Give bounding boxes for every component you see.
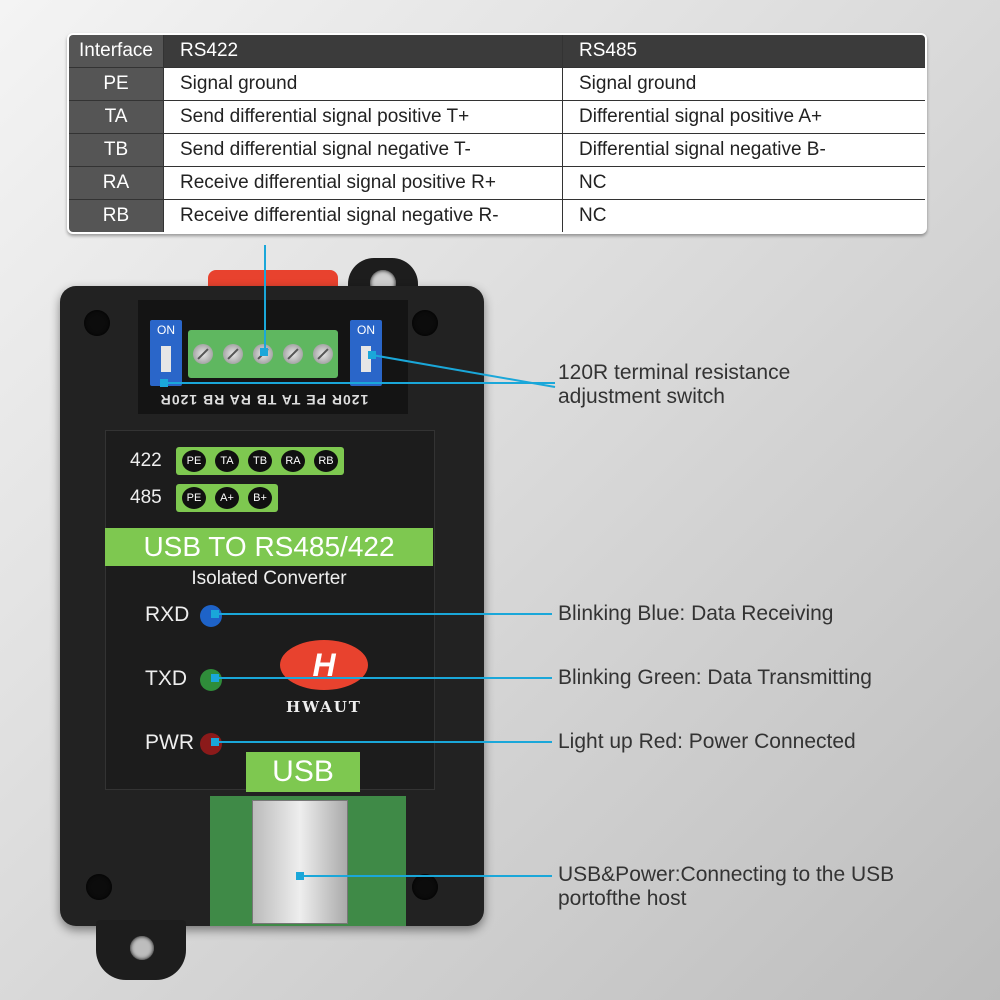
switch-knob (361, 346, 371, 372)
led-label-txd: TXD (145, 667, 187, 690)
mounting-tab-bottom (96, 920, 186, 980)
pin-badge: TB (248, 450, 272, 472)
pin-cell: TB (69, 133, 164, 167)
leader-dot (260, 348, 268, 356)
table-row: TB Send differential signal negative T- … (69, 133, 925, 167)
pin-badge: TA (215, 450, 239, 472)
callout-resistor-switch: 120R terminal resistance adjustment swit… (558, 361, 790, 409)
usb-tag: USB (246, 752, 360, 792)
resistor-dip-switch-right: ON (350, 320, 382, 386)
product-subtitle: Isolated Converter (191, 568, 347, 589)
callout-usb: USB&Power:Connecting to the USB portofth… (558, 863, 894, 911)
rs485-cell: Differential signal negative B- (562, 133, 925, 167)
screw-hole (412, 874, 438, 900)
leader-dot (211, 674, 219, 682)
table-row: RB Receive differential signal negative … (69, 199, 925, 232)
rs422-cell: Receive differential signal positive R+ (163, 166, 563, 200)
leader-dot (296, 872, 304, 880)
terminal-screw (223, 344, 243, 364)
rs485-cell: NC (562, 199, 925, 232)
pin-badge: RB (314, 450, 338, 472)
pin-badge-bar: PE TA TB RA RB (176, 447, 344, 475)
leader-dot (211, 738, 219, 746)
pin-row-label: 485 (130, 487, 162, 508)
screw-hole (86, 874, 112, 900)
pin-cell: RA (69, 166, 164, 200)
product-banner: USB TO RS485/422 (105, 528, 433, 566)
table-header-row: Interface RS422 RS485 (69, 35, 925, 68)
pin-badge: B+ (248, 487, 272, 509)
switch-on-label: ON (357, 323, 375, 337)
leader-line-switch-right (371, 354, 556, 388)
leader-dot (368, 351, 376, 359)
led-label-rxd: RXD (145, 603, 190, 626)
callout-pwr: Light up Red: Power Connected (558, 730, 856, 753)
usb-port (252, 800, 348, 924)
rs422-cell: Receive differential signal negative R- (163, 199, 563, 232)
callout-rxd: Blinking Blue: Data Receiving (558, 602, 834, 625)
pin-cell: TA (69, 100, 164, 134)
pin-cell: RB (69, 199, 164, 232)
pin-row-422: 422 PE TA TB RA RB (130, 447, 344, 475)
callout-line: 120R terminal resistance (558, 361, 791, 384)
pin-row-485: 485 PE A+ B+ (130, 484, 278, 512)
pin-badge: A+ (215, 487, 239, 509)
pin-badge: PE (182, 450, 206, 472)
pin-badge: RA (281, 450, 305, 472)
pin-row-label: 422 (130, 450, 162, 471)
callout-line: adjustment switch (558, 385, 725, 408)
table-row: TA Send differential signal positive T+ … (69, 100, 925, 134)
pin-badge: PE (182, 487, 206, 509)
table-row: RA Receive differential signal positive … (69, 166, 925, 200)
brand-logo: H (280, 640, 368, 690)
callout-line: portofthe host (558, 887, 687, 910)
header-rs422: RS422 (163, 35, 563, 68)
mounting-hole (130, 936, 154, 960)
resistor-dip-switch-left: ON (150, 320, 182, 386)
pinout-table: Interface RS422 RS485 PE Signal ground S… (67, 33, 927, 234)
pin-badge-bar: PE A+ B+ (176, 484, 278, 512)
led-label-pwr: PWR (145, 731, 194, 754)
terminal-screw (313, 344, 333, 364)
screw-hole (84, 310, 110, 336)
switch-knob (161, 346, 171, 372)
switch-on-label: ON (157, 323, 175, 337)
terminal-screw (283, 344, 303, 364)
rs485-cell: Differential signal positive A+ (562, 100, 925, 134)
rs422-cell: Send differential signal negative T- (163, 133, 563, 167)
screw-hole (412, 310, 438, 336)
rs485-cell: NC (562, 166, 925, 200)
header-interface: Interface (69, 35, 164, 68)
leader-dot (160, 379, 168, 387)
terminal-screw (193, 344, 213, 364)
leader-dot (211, 610, 219, 618)
brand-name: HWAUT (286, 698, 362, 716)
callout-line: USB&Power:Connecting to the USB (558, 863, 895, 886)
callout-txd: Blinking Green: Data Transmitting (558, 666, 872, 689)
